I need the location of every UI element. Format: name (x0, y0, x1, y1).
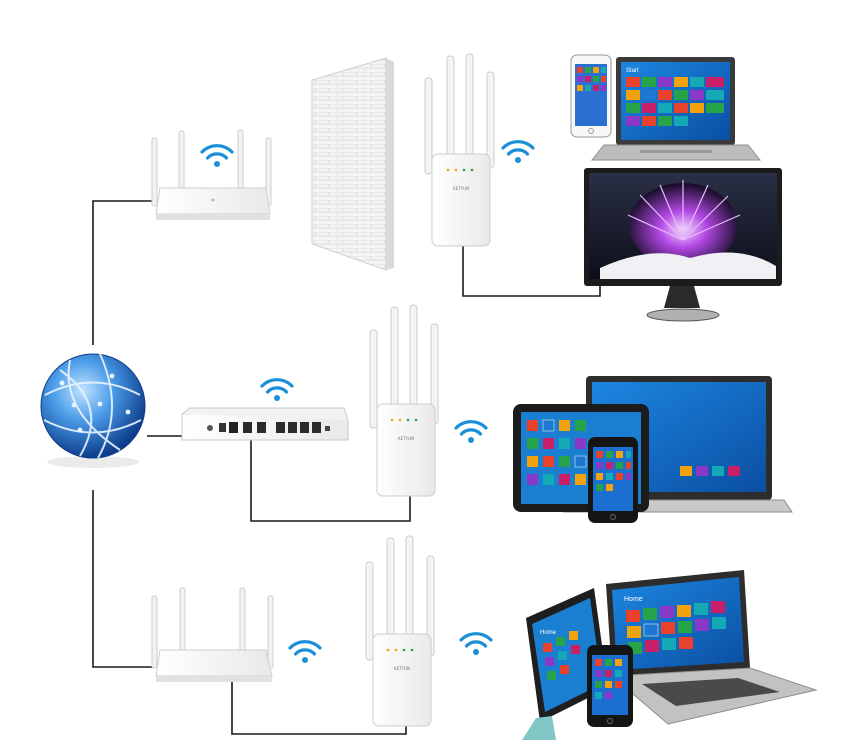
laptop: Start (590, 57, 762, 161)
wifi-icon (288, 640, 322, 663)
repeater-middle: KETYUN (369, 304, 439, 497)
repeater-brand: KETYUN (394, 666, 410, 671)
smartphone (587, 645, 633, 727)
wifi-icon (459, 632, 493, 655)
monitor (584, 168, 782, 322)
wall (311, 57, 394, 271)
cable-modem-to-repeater-2 (250, 435, 411, 522)
wifi-icon (454, 420, 488, 443)
tablet-bottom-title: Home (540, 630, 557, 636)
cables (92, 200, 601, 735)
tile-grid (626, 77, 724, 126)
repeater-top: KETYUN (424, 53, 495, 247)
smartphone (588, 437, 638, 523)
wifi-icon (501, 140, 535, 163)
router-top (151, 129, 272, 220)
cable-globe-to-router-3 (92, 490, 154, 668)
laptop: Home (606, 570, 818, 725)
router-bottom (151, 587, 274, 682)
cable-repeater-1-to-monitor (462, 245, 601, 297)
repeater-brand: KETYUN (398, 436, 414, 441)
wifi-icon (260, 378, 294, 401)
smartphone (570, 54, 612, 138)
modem (181, 407, 349, 441)
laptop-top-title: Start (626, 68, 639, 74)
tablet: Home (522, 588, 608, 740)
repeater-brand: KETYUN (453, 186, 469, 191)
cable-router-3-to-repeater-3 (231, 675, 407, 735)
repeater-bottom: KETYUN (365, 535, 435, 727)
laptop-bottom-title: Home (624, 596, 643, 603)
globe-icon (40, 353, 146, 468)
cable-globe-to-router-1 (92, 200, 154, 345)
wifi-icon (200, 144, 234, 167)
